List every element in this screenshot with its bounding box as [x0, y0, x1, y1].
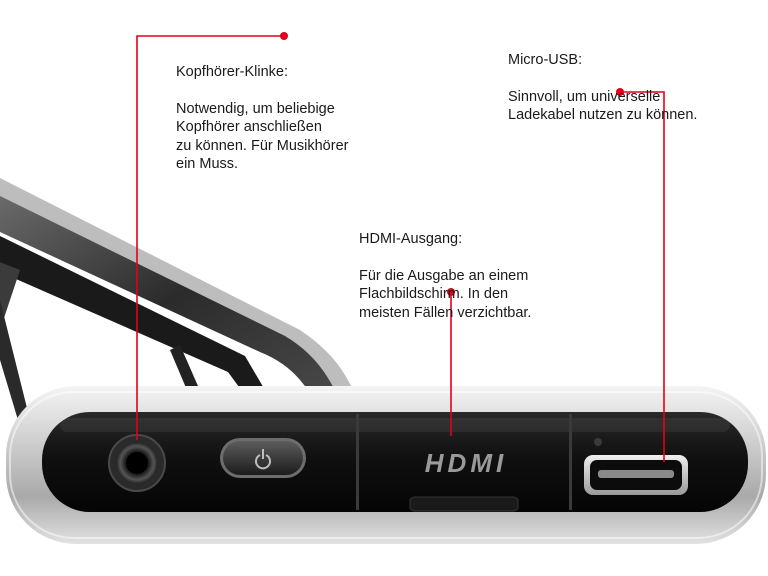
callout-hdmi-output: HDMI-Ausgang: Für die Ausgabe an einem F… — [359, 211, 619, 341]
callout-usb-body: Sinnvoll, um universelle Ladekabel nutze… — [508, 88, 698, 124]
callout-usb-title: Micro-USB: — [508, 51, 583, 68]
callout-hdmi-title: HDMI-Ausgang: — [359, 230, 463, 247]
hdmi-port: HDMI — [409, 448, 519, 512]
callout-headphone-title: Kopfhörer-Klinke: — [176, 63, 289, 80]
power-button — [220, 438, 306, 478]
callout-headphone-jack: Kopfhörer-Klinke: Notwendig, um beliebig… — [176, 44, 416, 192]
device-body — [6, 386, 766, 544]
callout-micro-usb: Micro-USB: Sinnvoll, um universelle Lade… — [508, 32, 758, 143]
leader-hdmi — [447, 288, 455, 436]
leader-headphone — [136, 32, 288, 440]
callout-hdmi-body: Für die Ausgabe an einem Flachbildschirm… — [359, 267, 532, 321]
leader-usb — [616, 88, 665, 462]
leader-lines — [136, 32, 665, 462]
callout-headphone-body: Notwendig, um beliebige Kopfhörer anschl… — [176, 100, 349, 173]
headphone-jack — [108, 434, 166, 492]
micro-usb-port — [584, 438, 688, 495]
hdmi-logo: HDMI — [425, 448, 507, 478]
device-kickstand — [0, 178, 360, 420]
